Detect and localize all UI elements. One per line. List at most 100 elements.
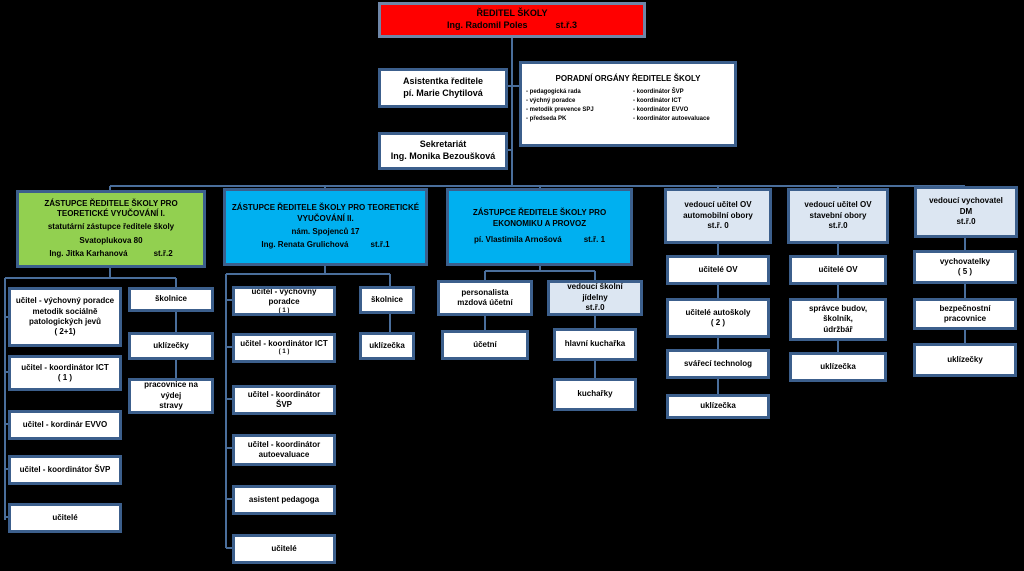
- col4-box-3: svářecí technolog: [666, 349, 770, 379]
- col5-line: správce budov, školník,: [808, 303, 868, 324]
- ov-build-grade: st.ř.0: [828, 221, 848, 231]
- deputy1-line: TEORETICKÉ VYUČOVÁNÍ I.: [56, 208, 165, 218]
- assistant-title: Asistentka ředitele: [402, 76, 484, 87]
- secretariat-name: Ing. Monika Bezoušková: [390, 151, 496, 161]
- deputy1-box: ZÁSTUPCE ŘEDITELE ŠKOLY PRO TEORETICKÉ V…: [16, 190, 206, 268]
- col2a-line: učitel - koordinátor ŠVP: [247, 389, 321, 409]
- deputy2-line: VYUČOVÁNÍ II.: [297, 213, 354, 223]
- col1b-line: stravy: [159, 401, 183, 411]
- deputy2-name: Ing. Renata Grulichová: [261, 240, 349, 250]
- col1b-line: pracovnice na výdej: [144, 380, 198, 400]
- col1b-line: uklízečky: [153, 340, 189, 350]
- col2a-line: učitel - koordinátor ICT: [240, 338, 328, 348]
- col1b-box-1: školnice: [128, 287, 214, 312]
- col2a-line: učitel - výchovný poradce: [251, 286, 317, 307]
- col1a-box-2: učitel - koordinátor ICT ( 1 ): [8, 355, 122, 391]
- deputy2-line: nám. Spojenců 17: [291, 227, 360, 236]
- col2a-box-5: asistent pedagoga: [232, 485, 336, 515]
- deputy2-line: ZÁSTUPCE ŘEDITELE ŠKOLY PRO TEORETICKÉ: [231, 203, 420, 213]
- col3b-line: kuchařky: [577, 389, 613, 399]
- deputy1-line: Svatoplukova 80: [79, 235, 143, 245]
- director-name: Ing. Radomil Poles: [446, 20, 528, 30]
- col1a-line: učitel - koordinátor ICT: [21, 362, 109, 372]
- col4-line: svářecí technolog: [683, 358, 753, 368]
- assistant-name: pí. Marie Chytilová: [403, 88, 483, 98]
- col1a-box-4: učitel - koordinátor ŠVP: [8, 455, 122, 485]
- col6-box-3: uklízečky: [913, 343, 1017, 377]
- advisory-list: - pedagogická rada - koordinátor ŠVP - v…: [526, 89, 730, 123]
- ov-auto-box: vedoucí učitel OV automobilní obory st.ř…: [664, 188, 772, 244]
- col2b-line: školnice: [370, 294, 403, 304]
- col1a-box-5: učitelé: [8, 503, 122, 533]
- advisory-item: - koordinátor autoevaluace: [633, 115, 710, 122]
- ov-build-line: stavební obory: [809, 210, 867, 220]
- col2a-line: učitel - koordinátor: [247, 439, 321, 449]
- director-title: ŘEDITEL ŠKOLY: [476, 8, 548, 19]
- col3a-box-2: účetní: [441, 330, 529, 360]
- col2a-box-6: učitelé: [232, 534, 336, 564]
- deputy1-name: Ing. Jitka Karhanová: [49, 249, 128, 259]
- advisory-item: - předseda PK: [526, 115, 567, 122]
- col4-line: ( 2 ): [710, 318, 726, 327]
- deputy3-line: ZÁSTUPCE ŘEDITELE ŠKOLY PRO: [472, 208, 607, 218]
- col3a-box-1: personalista mzdová účetní: [437, 280, 533, 316]
- col3b-box-1: hlavní kuchařka: [553, 328, 637, 361]
- deputy1-line: statutární zástupce ředitele školy: [47, 222, 175, 232]
- deputy1-line: ZÁSTUPCE ŘEDITELE ŠKOLY PRO: [44, 198, 178, 208]
- secretariat-box: Sekretariát Ing. Monika Bezoušková: [378, 132, 508, 170]
- col1a-box-3: učitel - kordinár EVVO: [8, 410, 122, 440]
- col2a-box-4: učitel - koordinátor autoevaluace: [232, 434, 336, 466]
- col5-box-3: uklízečka: [789, 352, 887, 382]
- deputy3-name: pí. Vlastimila Arnošová: [473, 235, 562, 245]
- col3b-box-2: kuchařky: [553, 378, 637, 411]
- col2a-line: ( 1 ): [278, 307, 290, 314]
- col6-line: ( 5 ): [957, 267, 973, 276]
- col2b-box-1: školnice: [359, 286, 415, 314]
- assistant-box: Asistentka ředitele pí. Marie Chytilová: [378, 68, 508, 108]
- ov-build-box: vedoucí učitel OV stavební obory st.ř.0: [787, 188, 889, 244]
- col3a-line: účetní: [473, 339, 497, 349]
- col6-line: uklízečky: [947, 354, 983, 364]
- director-box: ŘEDITEL ŠKOLY Ing. Radomil Poles st.ř.3: [378, 2, 646, 38]
- col2a-box-1: učitel - výchovný poradce ( 1 ): [232, 286, 336, 316]
- col1b-line: školnice: [154, 294, 187, 304]
- col2a-line: ( 1 ): [278, 349, 290, 356]
- col6-box-2: bezpečnostní pracovnice: [913, 298, 1017, 330]
- col4-line: učitelé autoškoly: [685, 307, 751, 317]
- deputy2-box: ZÁSTUPCE ŘEDITELE ŠKOLY PRO TEORETICKÉ V…: [223, 188, 428, 266]
- col2a-box-3: učitel - koordinátor ŠVP: [232, 385, 336, 415]
- col4-box-1: učitelé OV: [666, 255, 770, 285]
- advisory-item: - koordinátor ICT: [633, 98, 682, 105]
- col2b-box-2: uklízečka: [359, 332, 415, 360]
- advisory-item: - koordinátor EVVO: [633, 106, 689, 113]
- col4-line: učitelé OV: [698, 264, 738, 274]
- ov-auto-line: vedoucí učitel OV: [684, 200, 752, 210]
- col1a-line: učitel - kordinár EVVO: [22, 419, 108, 429]
- dm-head-line: vedoucí vychovatel: [929, 196, 1003, 206]
- col1a-line: patologických jevů: [28, 317, 102, 326]
- advisory-item: - pedagogická rada: [526, 89, 581, 96]
- deputy1-grade: st.ř.2: [153, 249, 173, 259]
- col5-box-1: učitelé OV: [789, 255, 887, 285]
- deputy2-grade: st.ř.1: [370, 240, 390, 250]
- col5-line: uklízečka: [820, 361, 856, 371]
- col3b-line: hlavní kuchařka: [564, 339, 626, 349]
- secretariat-title: Sekretariát: [419, 139, 467, 150]
- col1a-line: ( 2+1): [54, 327, 76, 337]
- col1b-box-3: pracovnice na výdej stravy: [128, 378, 214, 414]
- col6-line: vychovatelky: [939, 256, 991, 266]
- dm-head-line: DM: [959, 206, 973, 216]
- col4-box-4: uklízečka: [666, 394, 770, 419]
- col5-box-2: správce budov, školník, údržbář: [789, 298, 887, 341]
- col6-box-1: vychovatelky ( 5 ): [913, 250, 1017, 284]
- dm-head-grade: st.ř.0: [956, 217, 976, 227]
- ov-auto-line: automobilní obory: [683, 210, 753, 220]
- col6-line: bezpečnostní pracovnice: [939, 303, 991, 323]
- col3a-line: personalista: [461, 287, 509, 297]
- director-grade: st.ř.3: [555, 20, 578, 30]
- advisory-title: PORADNÍ ORGÁNY ŘEDITELE ŠKOLY: [555, 74, 701, 83]
- col1a-line: učitel - výchovný poradce: [15, 296, 115, 306]
- col5-line: údržbář: [823, 324, 853, 334]
- advisory-item: - výchný poradce: [526, 98, 576, 105]
- advisory-box: PORADNÍ ORGÁNY ŘEDITELE ŠKOLY - pedagogi…: [519, 61, 737, 147]
